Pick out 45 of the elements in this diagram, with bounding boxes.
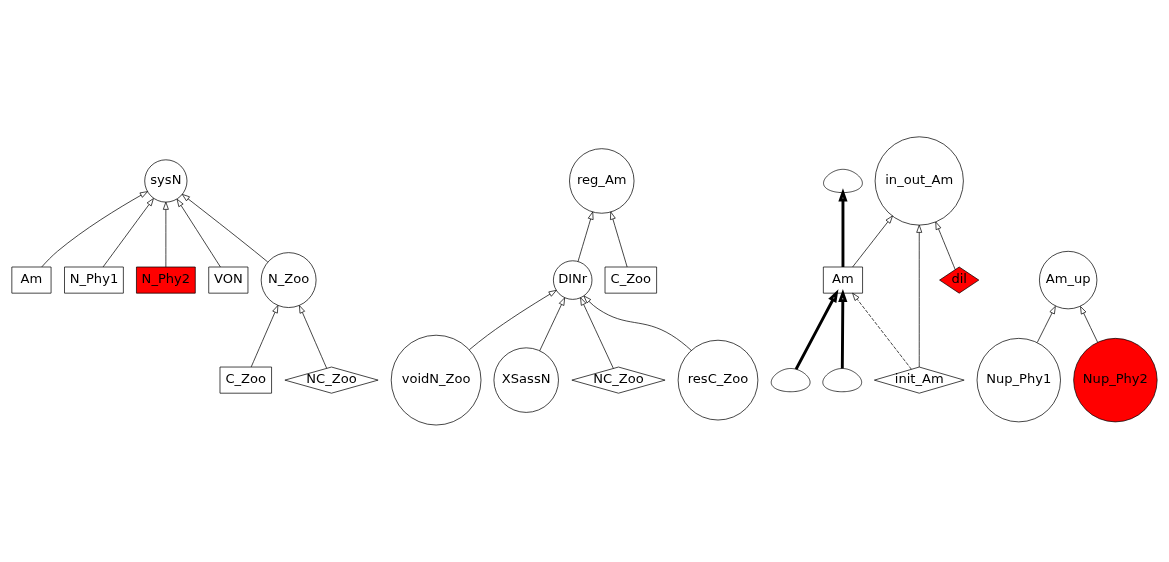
arrow: [299, 305, 328, 369]
arrow: [539, 297, 566, 352]
arrow: [1036, 305, 1056, 343]
arrow: [577, 211, 594, 262]
arrow: [250, 305, 279, 368]
arrow: [162, 201, 169, 268]
node-circle: DINr: [553, 260, 593, 300]
node-box: VON: [208, 266, 249, 294]
node-circle: voidN_Zoo: [390, 334, 482, 426]
node-box: C_Zoo: [604, 266, 657, 294]
node-circle: Am_up: [1039, 250, 1098, 310]
node-circle: reg_Am: [569, 148, 635, 214]
node-cloud: [823, 168, 863, 193]
arrow: [838, 188, 848, 267]
arrow: [583, 295, 692, 351]
node-diamond: NC_Zoo: [571, 366, 666, 394]
arrow: [102, 198, 154, 268]
arrow: [935, 221, 956, 270]
node-circle: resC_Zoo: [677, 339, 759, 421]
node-circle: Nup_Phy1: [976, 338, 1061, 423]
node-box: C_Zoo: [219, 366, 272, 394]
node-circle: XSassN: [493, 347, 559, 413]
node-circle: Nup_Phy2: [1073, 338, 1158, 423]
node-diamond: dil: [939, 266, 980, 294]
node-diamond: NC_Zoo: [284, 366, 379, 394]
arrow: [838, 288, 848, 369]
arrow: [610, 211, 628, 268]
node-cloud: [822, 368, 862, 393]
arrow: [176, 198, 221, 268]
arrow: [469, 290, 557, 351]
arrow: [1080, 306, 1098, 343]
node-cloud: [770, 368, 811, 393]
arrow: [852, 292, 912, 370]
arrow: [794, 289, 839, 370]
node-box: N_Phy1: [64, 266, 124, 294]
node-diamond: init_Am: [874, 366, 965, 394]
node-box: Am: [11, 266, 52, 294]
arrow: [852, 215, 893, 268]
arrow: [181, 194, 269, 263]
arrow: [916, 224, 923, 368]
node-box: N_Phy2: [136, 266, 196, 294]
arrow: [580, 297, 614, 369]
arrow: [41, 191, 148, 268]
node-box: Am: [822, 266, 863, 294]
node-circle: N_Zoo: [260, 252, 317, 308]
